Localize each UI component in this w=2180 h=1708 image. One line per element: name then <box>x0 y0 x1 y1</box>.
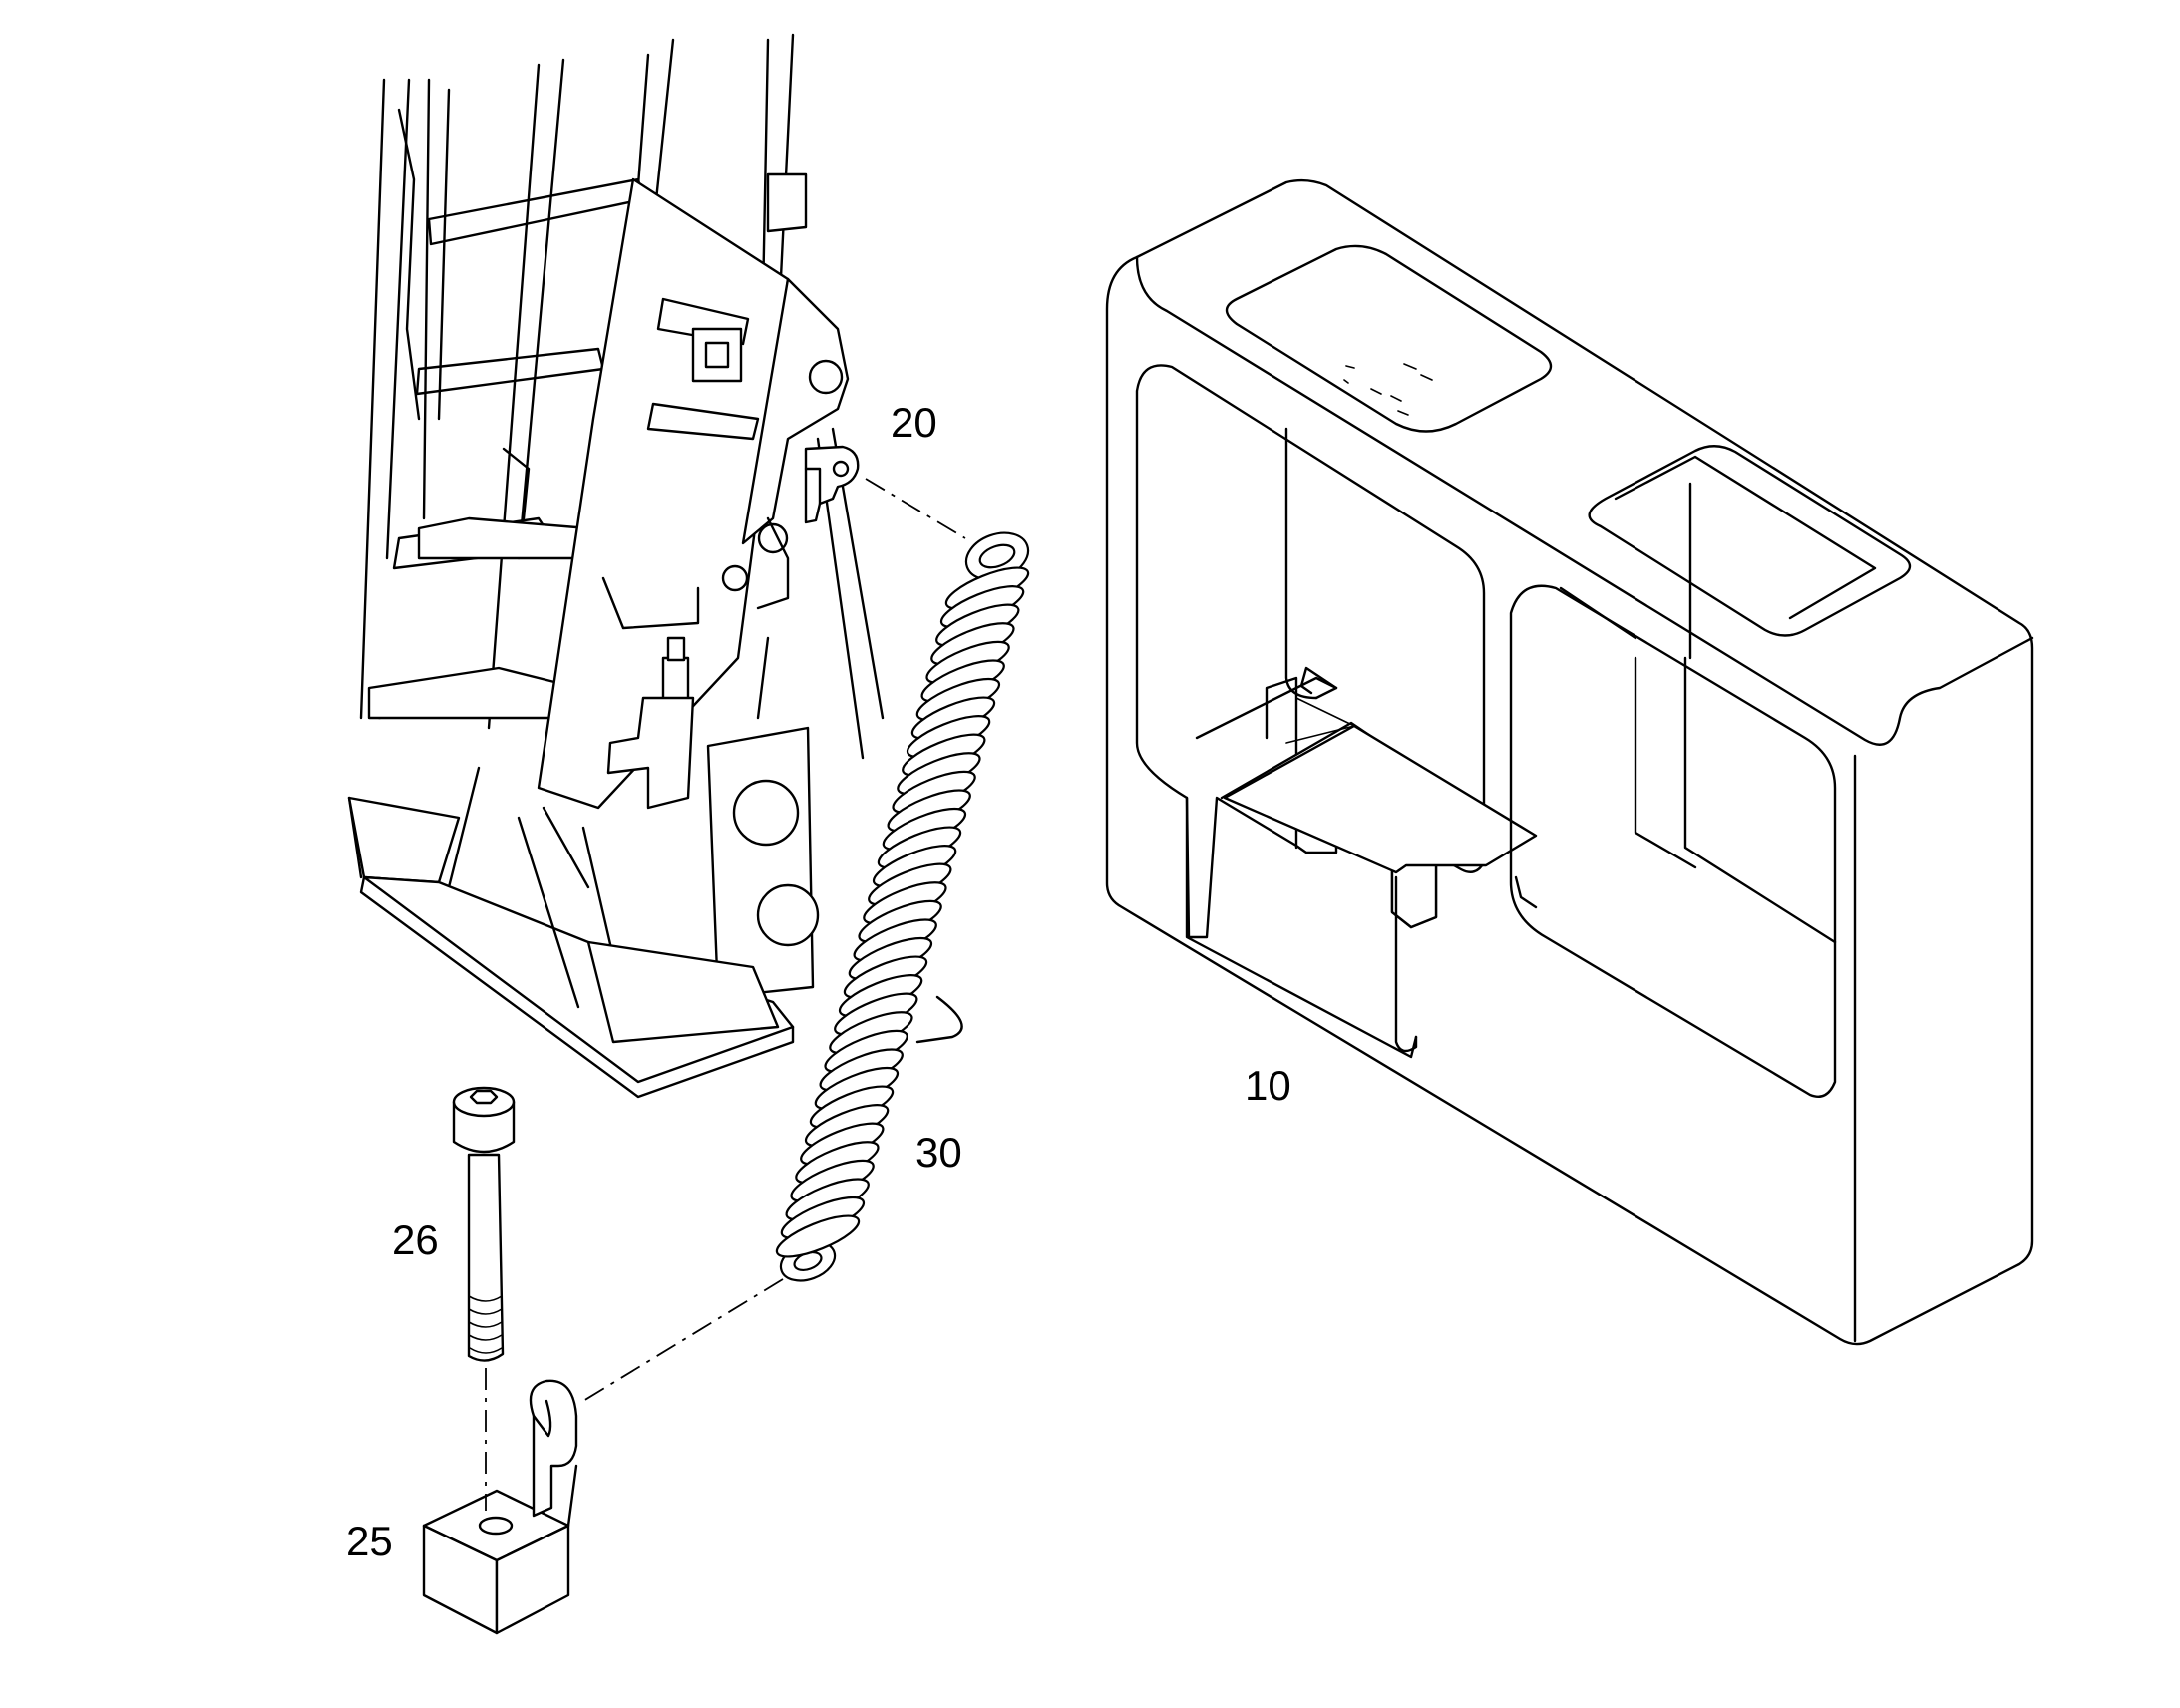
cap-screw-part-26 <box>452 1086 516 1362</box>
callout-25: 25 <box>346 1518 393 1564</box>
callout-labels: 20 10 30 26 25 <box>346 399 1291 1564</box>
extension-spring-part-30 <box>775 531 1030 1282</box>
callout-10: 10 <box>1245 1062 1291 1109</box>
machine-frame <box>347 33 963 1099</box>
housing-part-10 <box>1105 178 2034 1346</box>
callout-20: 20 <box>891 399 937 446</box>
hook-block-part-25 <box>422 1379 578 1635</box>
spring-coils <box>775 566 1030 1258</box>
assembly-centerlines <box>485 478 966 1511</box>
spring-coil <box>775 1214 861 1258</box>
callout-30: 30 <box>915 1129 962 1176</box>
hook-bracket-part-20 <box>804 445 860 524</box>
callout-26: 26 <box>392 1216 439 1263</box>
